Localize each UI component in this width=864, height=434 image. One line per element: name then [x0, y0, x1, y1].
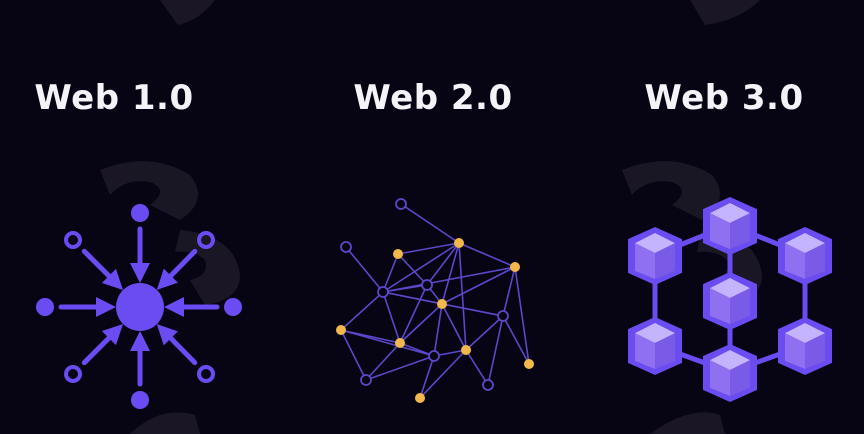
network-node — [336, 325, 346, 335]
network-node — [461, 345, 471, 355]
network-edge — [382, 253, 399, 293]
network-edge — [340, 329, 435, 357]
block-cube — [703, 197, 757, 255]
network-edge — [419, 355, 435, 399]
network-edge — [399, 284, 428, 344]
network-edge — [441, 303, 504, 317]
network-edge — [465, 315, 504, 351]
cube-left — [710, 213, 730, 249]
network-edge — [433, 303, 443, 357]
network-node — [482, 379, 494, 391]
cube-top — [710, 278, 750, 298]
network-node — [510, 262, 520, 272]
network-node — [395, 338, 405, 348]
web3-title: Web 3.0 — [644, 78, 804, 118]
network-edge — [397, 242, 460, 255]
network-edge — [397, 253, 428, 286]
network-node — [360, 374, 372, 386]
cube-right — [730, 288, 750, 324]
network-edge — [345, 246, 384, 293]
network-edge — [382, 242, 460, 293]
network-node — [421, 279, 433, 291]
network-edge — [441, 242, 460, 305]
network-node — [428, 350, 440, 362]
cube-right — [730, 213, 750, 249]
network-node — [437, 299, 447, 309]
network-edge — [340, 329, 367, 381]
network-edge — [465, 349, 489, 386]
network-node — [454, 238, 464, 248]
network-edge — [441, 266, 516, 305]
network-edge — [399, 303, 443, 344]
network-node — [377, 286, 389, 298]
network-edge — [502, 266, 516, 317]
arrow — [81, 248, 124, 291]
network-edge — [365, 342, 401, 381]
network-edge — [487, 315, 504, 386]
cube-right — [805, 243, 825, 279]
network-edge — [382, 291, 401, 344]
block-cube — [628, 227, 682, 285]
central-node — [116, 283, 164, 331]
arrow — [156, 324, 198, 366]
network-node — [497, 310, 509, 322]
network-edge — [399, 342, 435, 357]
web1-title: Web 1.0 — [34, 78, 194, 118]
cube-left — [710, 288, 730, 324]
cube-left — [785, 333, 805, 369]
outer-node — [36, 298, 54, 316]
cube-left — [635, 333, 655, 369]
network-edge — [419, 349, 467, 399]
block-cube — [778, 227, 832, 285]
cube-top — [785, 233, 825, 253]
cube-right — [655, 333, 675, 369]
network-edge — [502, 315, 530, 365]
network-edge — [340, 291, 384, 331]
outer-node — [131, 391, 149, 409]
network-edge — [382, 284, 428, 293]
outer-node — [131, 204, 149, 222]
cube-top — [710, 203, 750, 223]
network-edge — [365, 355, 435, 381]
outer-node — [64, 231, 82, 249]
outer-node — [224, 298, 242, 316]
network-node — [415, 393, 425, 403]
block-cube — [628, 317, 682, 375]
block-cube — [703, 344, 757, 402]
network-edge — [441, 303, 467, 351]
network-edge — [400, 203, 460, 244]
arrow — [81, 323, 124, 366]
network-node — [340, 241, 352, 253]
cube-top — [635, 323, 675, 343]
cube-left — [710, 360, 730, 396]
cube-right — [655, 243, 675, 279]
network-edge — [458, 242, 516, 268]
cube-right — [730, 360, 750, 396]
arrow — [156, 248, 198, 290]
cube-left — [785, 243, 805, 279]
network-node — [524, 359, 534, 369]
outer-node — [64, 365, 82, 383]
cube-left — [635, 243, 655, 279]
network-edge — [458, 242, 467, 351]
network-edge — [426, 242, 460, 286]
block-cube — [778, 317, 832, 375]
outer-node — [197, 231, 215, 249]
outer-node — [197, 365, 215, 383]
cube-top — [635, 233, 675, 253]
cube-top — [785, 323, 825, 343]
network-edge — [514, 266, 530, 365]
cube-top — [710, 350, 750, 370]
web2-title: Web 2.0 — [353, 78, 513, 118]
cube-right — [805, 333, 825, 369]
block-cube — [703, 272, 757, 330]
network-node — [393, 249, 403, 259]
network-node — [395, 198, 407, 210]
